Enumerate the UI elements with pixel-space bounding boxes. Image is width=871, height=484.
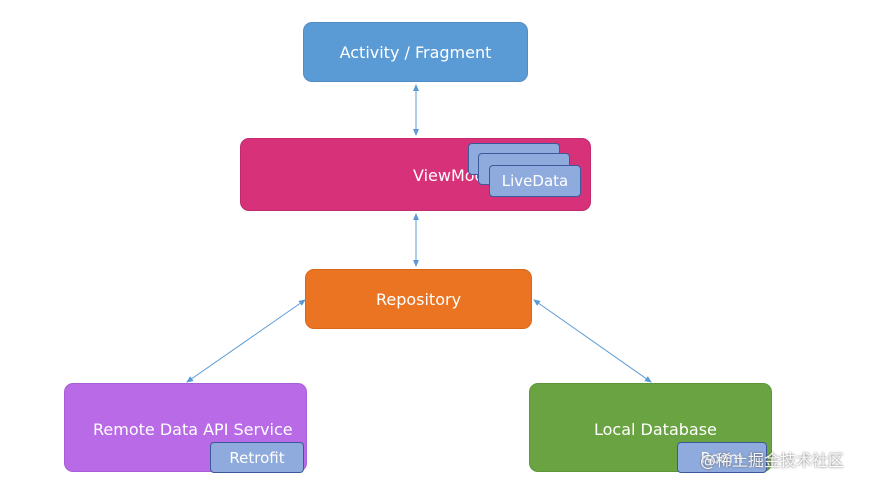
room-chip: Room [677,442,767,473]
livedata-label: LiveData [501,172,569,190]
retrofit-chip: Retrofit [210,442,304,473]
retrofit-label: Retrofit [229,448,285,467]
repository-label: Repository [375,289,462,309]
room-label: Room [700,448,744,467]
remote-data-api-service-label: Remote Data API Service [93,420,293,439]
arrow-repository-local [533,299,652,383]
activity-fragment-node: Activity / Fragment [303,22,528,82]
watermark-text: @稀土掘金技术社区 [700,451,845,470]
arrow-repository-remote [186,299,306,383]
local-database-label: Local Database [594,420,717,439]
repository-node: Repository [305,269,532,329]
livedata-chip: LiveData [489,165,581,197]
activity-fragment-label: Activity / Fragment [339,42,492,62]
viewmodel-label: ViewModel [412,166,499,185]
